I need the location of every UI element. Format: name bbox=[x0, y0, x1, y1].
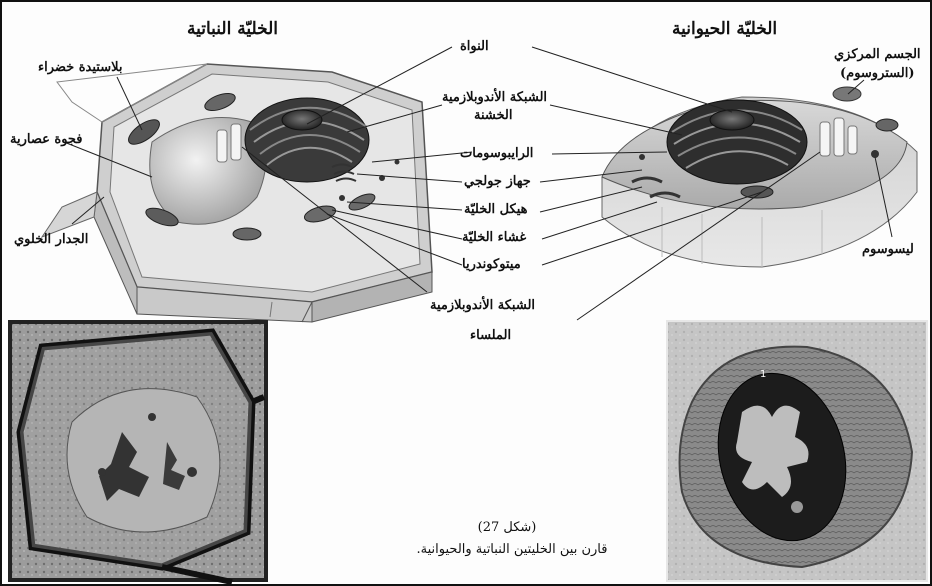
svg-text:1: 1 bbox=[760, 369, 766, 380]
label-nucleus: النواة bbox=[460, 39, 489, 55]
animal-cell-illustration bbox=[602, 87, 917, 267]
plant-cell-illustration bbox=[42, 64, 432, 322]
figure-caption: قارن بين الخليتين النباتية والحيوانية. bbox=[382, 542, 642, 557]
label-cell-wall: الجدار الخلوي bbox=[14, 232, 88, 248]
label-cell-membrane: غشاء الخليّة bbox=[462, 230, 526, 246]
animal-cell-micrograph: 1 bbox=[666, 320, 928, 582]
label-golgi: جهاز جولجي bbox=[464, 174, 531, 190]
label-centrosome-line2: (الستروسوم) bbox=[840, 66, 915, 82]
label-rough-er-line1: الشبكة الأندوبلازمية bbox=[442, 90, 547, 106]
label-centrosome-line1: الجسم المركزي bbox=[834, 47, 921, 63]
label-smooth-er-line2: الملساء bbox=[470, 328, 511, 344]
label-rough-er-line2: الخشنة bbox=[474, 108, 512, 124]
label-ribosomes: الرايبوسومات bbox=[460, 146, 533, 162]
label-mitochondria: ميتوكوندريا bbox=[462, 257, 521, 273]
plant-cell-title: الخليّة النباتية bbox=[187, 19, 278, 39]
label-lysosome: ليسوسوم bbox=[862, 242, 914, 258]
figure-number: (شكل 27) bbox=[442, 520, 572, 535]
label-chloroplast: بلاستيدة خضراء bbox=[38, 60, 122, 76]
label-smooth-er-line1: الشبكة الأندوبلازمية bbox=[430, 298, 535, 314]
label-cytoskeleton: هيكل الخليّة bbox=[464, 202, 528, 218]
animal-cell-title: الخليّة الحيوانية bbox=[672, 19, 777, 39]
plant-cell-micrograph bbox=[8, 320, 268, 582]
label-vacuole: فجوة عصارية bbox=[10, 132, 83, 148]
